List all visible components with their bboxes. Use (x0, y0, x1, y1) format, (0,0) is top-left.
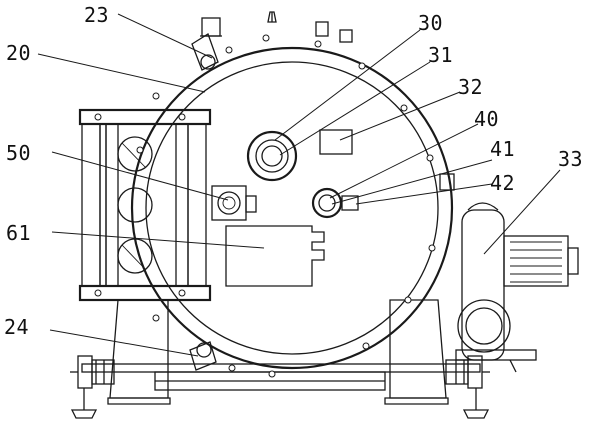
callout-40: 40 (474, 107, 499, 131)
top-nozzles (200, 11, 353, 43)
callout-23: 23 (84, 3, 109, 27)
flange-bolts (136, 34, 436, 378)
leader-lines (37, 13, 561, 357)
callout-31: 31 (428, 43, 453, 67)
side-door-panel (78, 108, 212, 302)
main-port-30 (246, 130, 298, 182)
lower-clamp (189, 341, 217, 371)
callout-42: 42 (490, 171, 515, 195)
port-40 (311, 187, 359, 219)
callout-labels: 23 20 30 31 32 40 41 42 50 33 61 24 (4, 3, 583, 339)
left-foot-wheel (70, 355, 115, 419)
small-nozzle-right (439, 173, 455, 191)
callout-32: 32 (458, 75, 483, 99)
nameplate-61 (225, 225, 325, 287)
callout-50: 50 (6, 141, 31, 165)
upper-clamp (191, 33, 219, 71)
callout-20: 20 (6, 41, 31, 65)
fan-motor-33 (455, 202, 579, 373)
base-frame (81, 299, 481, 405)
right-foot-wheel (445, 355, 490, 419)
callout-61: 61 (6, 221, 31, 245)
drum-body (130, 46, 454, 370)
callout-41: 41 (490, 137, 515, 161)
callout-33: 33 (558, 147, 583, 171)
bracket-32 (319, 129, 353, 155)
callout-30: 30 (418, 11, 443, 35)
callout-24: 24 (4, 315, 29, 339)
sensor-box-50 (211, 185, 257, 221)
